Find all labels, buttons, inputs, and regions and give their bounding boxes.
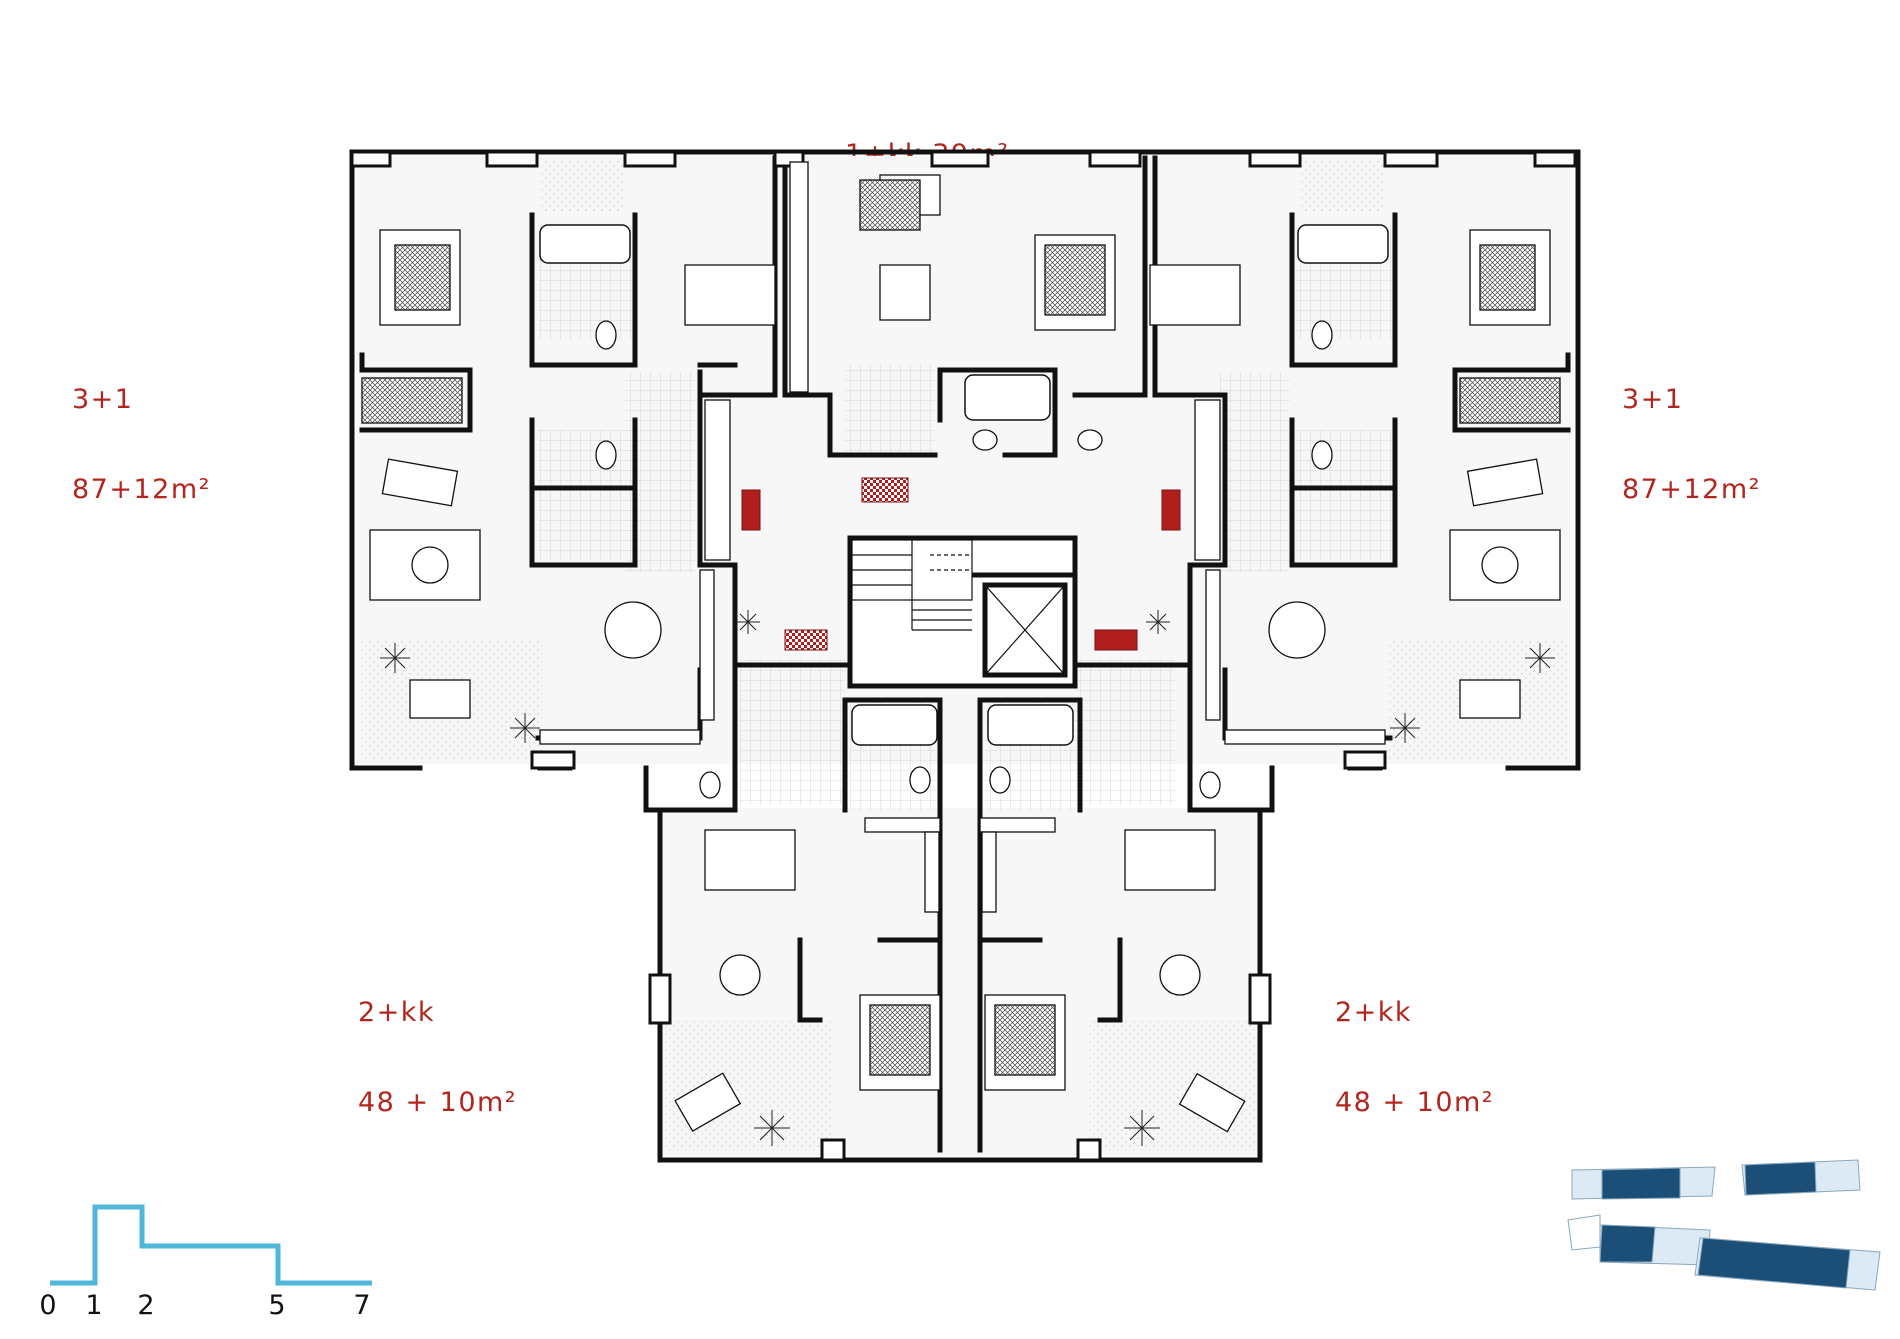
scale-tick-1: 1 <box>85 1290 103 1321</box>
scale-tick-5: 5 <box>268 1290 286 1321</box>
unit-area: 48 + 10m² <box>358 1087 518 1118</box>
unit-label-bottom-right: 2+kk 48 + 10m² <box>1335 938 1494 1148</box>
unit-label-right: 3+1 87+12m² <box>1622 325 1761 535</box>
scale-tick-2: 2 <box>137 1290 155 1321</box>
unit-type: 3+1 <box>72 384 134 415</box>
unit-type: 3+1 <box>1622 384 1684 415</box>
unit-type: 2+kk <box>358 997 436 1028</box>
unit-area: 48 + 10m² <box>1335 1087 1495 1118</box>
unit-type: 2+kk <box>1335 997 1413 1028</box>
walls <box>349 149 1581 1163</box>
stairs <box>851 539 973 631</box>
unit-label-bottom-left: 2+kk 48 + 10m² <box>358 938 517 1148</box>
site-key-plan <box>1567 1159 1881 1291</box>
unit-area: 87+12m² <box>1622 474 1761 505</box>
scale-bar <box>50 1204 372 1286</box>
red-rugs <box>741 477 1181 651</box>
window-blocks <box>350 150 1577 1162</box>
unit-area: 87+12m² <box>72 474 211 505</box>
plants <box>380 610 1555 1146</box>
scale-tick-7: 7 <box>353 1290 371 1321</box>
bathtubs <box>539 224 1389 746</box>
furniture <box>361 161 1561 1133</box>
scale-tick-0: 0 <box>39 1290 57 1321</box>
beds <box>379 229 1551 1091</box>
unit-label-left: 3+1 87+12m² <box>72 325 211 535</box>
